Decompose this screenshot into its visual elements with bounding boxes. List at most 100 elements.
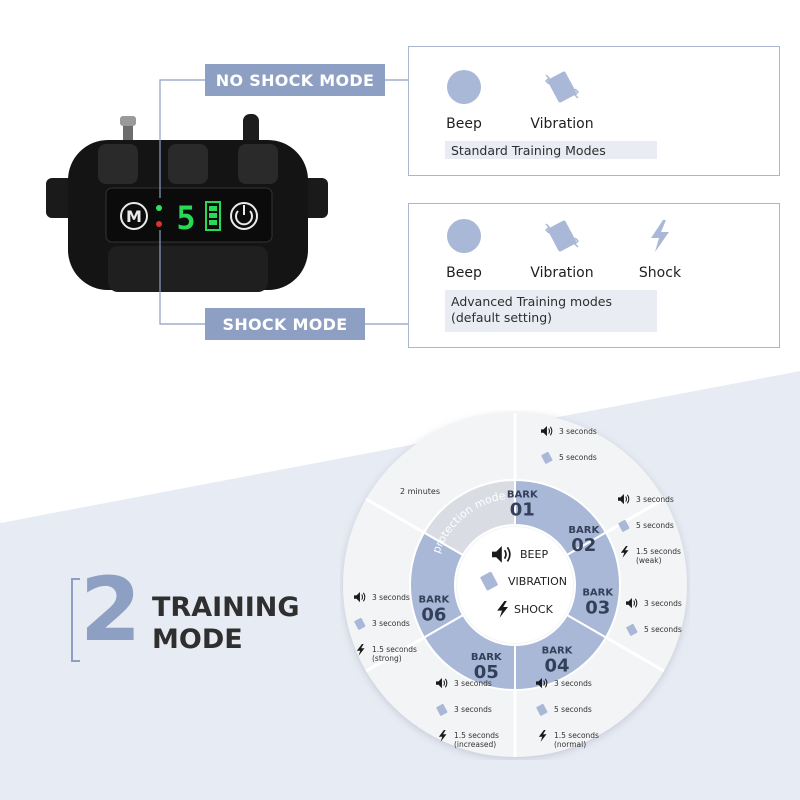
detail-text: 1.5 seconds <box>636 547 681 556</box>
feature-vibration: Vibration <box>517 69 607 132</box>
speaker-icon <box>618 494 630 505</box>
feature-beep-label: Beep <box>446 116 482 132</box>
no-shock-mode-label: NO SHOCK MODE <box>205 64 385 96</box>
wheel-divider <box>365 497 425 534</box>
detail-subtext: (weak) <box>636 556 662 565</box>
detail-subtext: (strong) <box>372 654 402 663</box>
vibration-icon <box>544 220 580 252</box>
bark-number: 04 <box>544 656 569 677</box>
vibration-icon <box>480 571 498 591</box>
detail-text: 1.5 seconds <box>372 645 417 654</box>
title-number: 2 <box>80 558 142 661</box>
detail-text: 3 seconds <box>559 427 597 436</box>
display-digit: 5 <box>176 199 195 237</box>
feature-vibration: Vibration <box>517 218 607 281</box>
speaker-icon <box>354 592 366 603</box>
protection-time: 2 minutes <box>400 487 440 496</box>
feature-vibration-label: Vibration <box>530 116 594 132</box>
no-shock-mode-box: Beep Vibration Standard Training Modes <box>408 46 780 176</box>
shock-mode-box: Beep Vibration Shock Advanced Training m… <box>408 203 780 348</box>
bark-word: BARK <box>418 595 450 606</box>
detail-text: 3 seconds <box>636 495 674 504</box>
vibration-icon <box>544 71 580 103</box>
vibration-icon <box>541 451 553 464</box>
m-button-label: M <box>126 207 142 226</box>
hub-vibration-label: VIBRATION <box>508 575 567 588</box>
vibration-icon <box>536 703 548 716</box>
bark-details: 3 seconds 5 seconds 1.5 seconds(weak) <box>618 494 681 565</box>
speaker-icon <box>492 546 511 563</box>
wheel-divider <box>365 636 425 673</box>
bark-details: 3 seconds 3 seconds 1.5 seconds(increased) <box>436 678 499 749</box>
bark-number: 02 <box>571 535 596 556</box>
bark-details: 3 seconds 5 seconds <box>541 426 597 464</box>
bark-number: 03 <box>585 598 610 619</box>
protection-segment <box>422 478 516 557</box>
bark-number: 05 <box>474 662 499 683</box>
speaker-icon <box>626 598 638 609</box>
collar-receiver: M 5 <box>46 114 328 292</box>
bark-mode-wheel: BEEPVIBRATIONSHOCKBARK01BARK02BARK03BARK… <box>343 413 687 757</box>
detail-text: 3 seconds <box>372 619 410 628</box>
lightning-icon <box>538 730 547 742</box>
vibration-icon <box>626 623 638 636</box>
feature-shock: Shock <box>615 218 705 281</box>
wheel-divider <box>605 636 665 673</box>
no-shock-note: Standard Training Modes <box>445 141 657 159</box>
beep-circle-icon <box>447 219 481 253</box>
detail-text: 1.5 seconds <box>554 731 599 740</box>
detail-text: 3 seconds <box>644 599 682 608</box>
vibration-icon <box>618 519 630 532</box>
hub-shock-label: SHOCK <box>514 603 554 616</box>
lightning-icon <box>620 546 629 558</box>
beep-circle-icon <box>447 70 481 104</box>
detail-text: 3 seconds <box>372 593 410 602</box>
title-bracket <box>71 578 80 662</box>
shock-note-line1: Advanced Training modes <box>451 294 612 309</box>
lightning-icon <box>497 601 508 618</box>
bark-word: BARK <box>542 646 574 657</box>
detail-text: 5 seconds <box>636 521 674 530</box>
detail-text: 5 seconds <box>559 453 597 462</box>
lightning-icon <box>651 220 669 252</box>
title-line2: MODE <box>152 624 243 655</box>
shock-mode-label: SHOCK MODE <box>205 308 365 340</box>
detail-text: 1.5 seconds <box>454 731 499 740</box>
bark-number: 01 <box>510 499 535 520</box>
detail-text: 5 seconds <box>554 705 592 714</box>
bark-details: 3 seconds 3 seconds 1.5 seconds(strong) <box>354 592 417 663</box>
bark-word: BARK <box>471 652 503 663</box>
speaker-icon <box>541 426 553 437</box>
bark-word: BARK <box>507 489 539 500</box>
speaker-icon <box>436 678 448 689</box>
detail-text: 3 seconds <box>454 705 492 714</box>
bark-word: BARK <box>582 588 614 599</box>
detail-subtext: (increased) <box>454 740 496 749</box>
hub-legend: BEEP VIBRATION SHOCK <box>480 546 567 618</box>
wheel-divider <box>605 497 665 534</box>
feature-beep-label: Beep <box>446 265 482 281</box>
hub-beep-label: BEEP <box>520 548 548 561</box>
shock-note: Advanced Training modes (default setting… <box>445 290 657 332</box>
feature-shock-label: Shock <box>638 265 682 281</box>
bark-details: 3 seconds 5 seconds <box>626 598 682 636</box>
lightning-icon <box>438 730 447 742</box>
detail-text: 3 seconds <box>454 679 492 688</box>
detail-text: 5 seconds <box>644 625 682 634</box>
wheel-layers: BEEPVIBRATIONSHOCKBARK01BARK02BARK03BARK… <box>343 413 687 757</box>
detail-text: 3 seconds <box>554 679 592 688</box>
lightning-icon <box>356 644 365 656</box>
feature-beep: Beep <box>419 69 509 132</box>
wheel-hub <box>457 527 573 643</box>
speaker-icon <box>536 678 548 689</box>
shock-note-line2: (default setting) <box>451 310 553 325</box>
title-line1: TRAINING <box>152 592 300 623</box>
feature-beep: Beep <box>419 218 509 281</box>
vibration-icon <box>354 617 366 630</box>
vibration-icon <box>436 703 448 716</box>
feature-vibration-label: Vibration <box>530 265 594 281</box>
bark-number: 06 <box>421 605 446 626</box>
